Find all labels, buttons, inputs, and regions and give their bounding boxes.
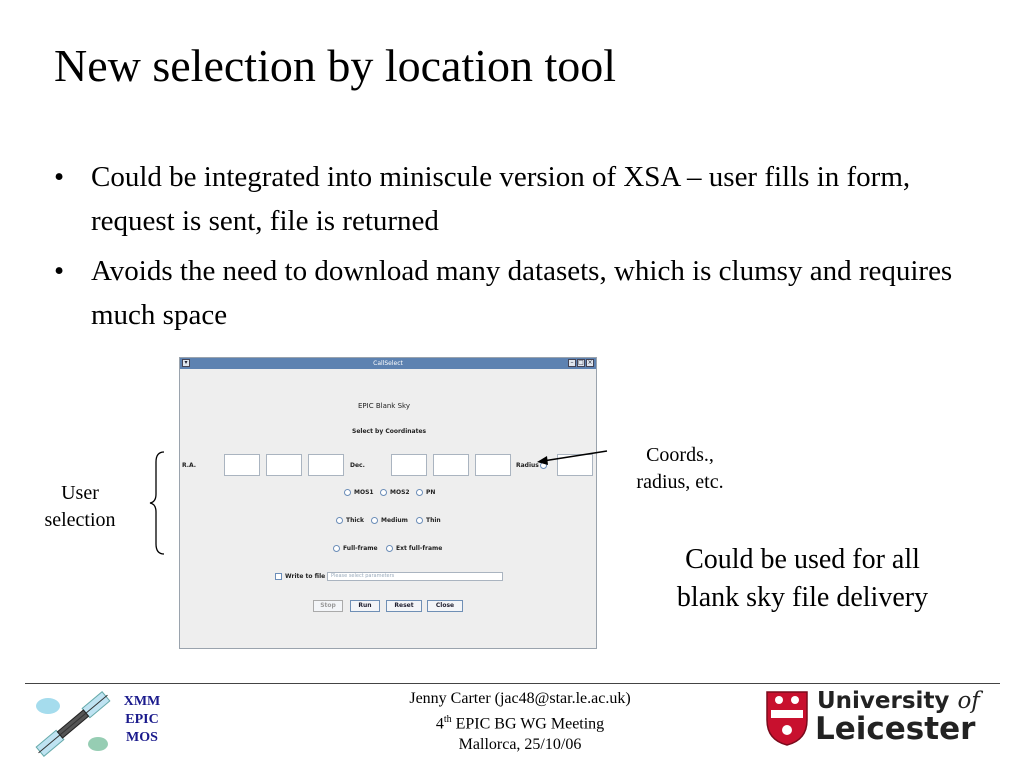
window-heading: EPIC Blank Sky — [358, 402, 410, 410]
arrow-icon — [537, 450, 608, 465]
stop-button[interactable]: Stop — [313, 600, 343, 612]
medium-radio[interactable] — [371, 517, 378, 524]
bullet-list: • Could be integrated into miniscule ver… — [54, 155, 974, 343]
window-menu-icon[interactable]: ▾ — [182, 359, 190, 367]
maximize-icon[interactable]: □ — [577, 359, 585, 367]
medium-label: Medium — [381, 517, 408, 524]
delivery-line: blank sky file delivery — [676, 582, 929, 613]
ra-label: R.A. — [182, 462, 197, 469]
thick-label: Thick — [346, 517, 364, 524]
dec-seconds-input[interactable] — [475, 454, 511, 476]
mos1-label: MOS1 — [354, 489, 374, 496]
xmm-line: MOS — [126, 730, 158, 745]
write-to-file-label: Write to file — [285, 573, 326, 580]
window-title: CallSelect — [373, 360, 403, 367]
mos1-radio[interactable] — [344, 489, 351, 496]
radius-input[interactable] — [557, 454, 593, 476]
run-button[interactable]: Run — [350, 600, 380, 612]
user-selection-note: User selection — [30, 480, 130, 534]
delivery-note: Could be used for all blank sky file del… — [630, 541, 975, 617]
pn-radio[interactable] — [416, 489, 423, 496]
xmm-epic-mos-label: XMM EPIC MOS — [120, 693, 164, 747]
ra-hours-input[interactable] — [224, 454, 260, 476]
close-icon[interactable]: × — [586, 359, 594, 367]
window-subheading: Select by Coordinates — [352, 428, 427, 435]
university-logo: University of Leicester — [765, 688, 1005, 750]
footer-divider — [25, 683, 1000, 684]
dec-minutes-input[interactable] — [433, 454, 469, 476]
dec-degrees-input[interactable] — [391, 454, 427, 476]
full-frame-label: Full-frame — [343, 545, 378, 552]
reset-button[interactable]: Reset — [386, 600, 422, 612]
thin-label: Thin — [426, 517, 441, 524]
coords-line: radius, etc. — [636, 471, 724, 493]
write-to-file-checkbox[interactable] — [275, 573, 282, 580]
university-word: University of — [817, 688, 980, 714]
bullet-text: Could be integrated into miniscule versi… — [91, 161, 911, 237]
xmm-line: EPIC — [125, 712, 159, 727]
pn-label: PN — [426, 489, 436, 496]
bullet-dot: • — [54, 161, 65, 193]
ext-full-frame-radio[interactable] — [386, 545, 393, 552]
bullet-item: • Avoids the need to download many datas… — [54, 249, 974, 337]
close-button[interactable]: Close — [427, 600, 463, 612]
coords-line: Coords., — [646, 444, 714, 466]
user-selection-line: selection — [44, 509, 116, 531]
callselect-window: CallSelect ▾ – □ × EPIC Blank Sky Select… — [179, 357, 597, 649]
dec-label: Dec. — [350, 462, 365, 469]
footer-date: Mallorca, 25/10/06 — [458, 736, 582, 754]
leicester-word: Leicester — [815, 711, 976, 747]
thin-radio[interactable] — [416, 517, 423, 524]
full-frame-radio[interactable] — [333, 545, 340, 552]
thick-radio[interactable] — [336, 517, 343, 524]
footer-author: Jenny Carter (jac48@star.le.ac.uk) — [409, 690, 631, 707]
ext-full-frame-label: Ext full-frame — [396, 545, 443, 552]
window-titlebar: CallSelect — [180, 358, 596, 369]
footer-info: Jenny Carter (jac48@star.le.ac.uk) 4th E… — [350, 688, 690, 755]
minimize-icon[interactable]: – — [568, 359, 576, 367]
write-to-file-input[interactable]: Please select parameters — [327, 572, 503, 581]
ra-minutes-input[interactable] — [266, 454, 302, 476]
mos2-radio[interactable] — [380, 489, 387, 496]
satellite-icon — [35, 691, 111, 757]
xmm-line: XMM — [123, 694, 161, 709]
coords-note: Coords., radius, etc. — [612, 442, 748, 496]
footer-meeting: 4th EPIC BG WG Meeting — [435, 714, 605, 733]
user-selection-line: User — [61, 482, 99, 504]
radius-label: Radius — [516, 462, 539, 469]
ra-seconds-input[interactable] — [308, 454, 344, 476]
mos2-label: MOS2 — [390, 489, 410, 496]
delivery-line: Could be used for all — [685, 544, 920, 575]
brace-icon — [149, 451, 165, 555]
bullet-dot: • — [54, 255, 65, 287]
bullet-text: Avoids the need to download many dataset… — [91, 255, 953, 331]
crest-icon — [766, 691, 808, 746]
slide-title: New selection by location tool — [54, 40, 617, 91]
bullet-item: • Could be integrated into miniscule ver… — [54, 155, 974, 243]
